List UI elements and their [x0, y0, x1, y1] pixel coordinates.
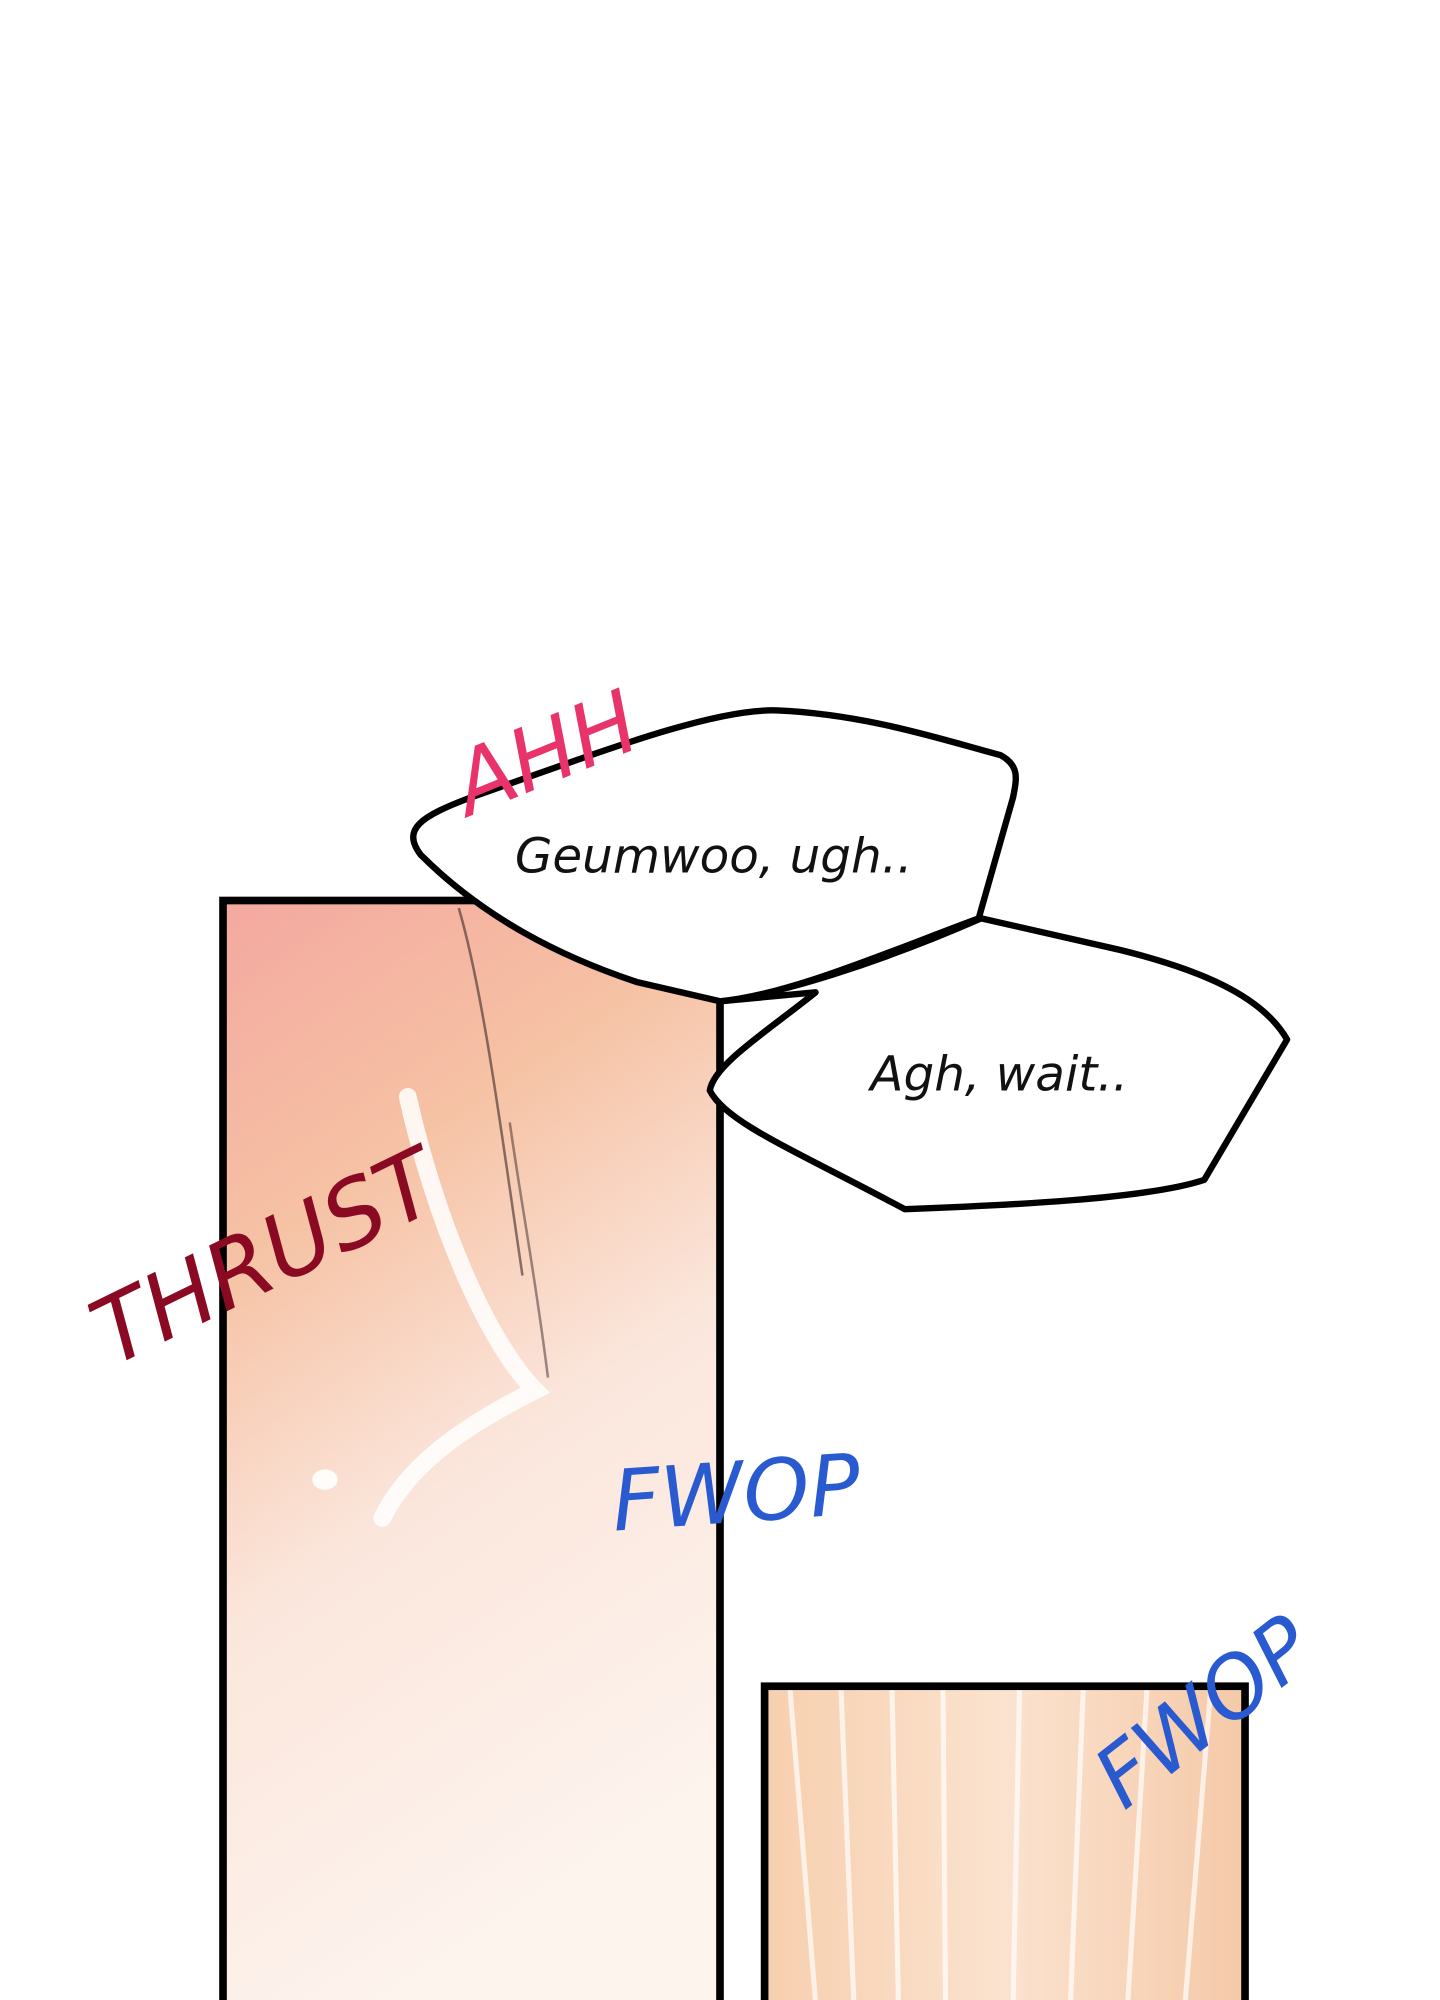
dialogue-text-1: Geumwoo, ugh.. — [515, 828, 913, 884]
panel-1 — [219, 896, 724, 2000]
dialogue-text-2: Agh, wait.. — [867, 1047, 1128, 1103]
sfx-fwop-1: FWOP — [609, 1435, 864, 1550]
speech-bubble-1 — [410, 707, 1019, 1005]
panel-2 — [760, 1682, 1249, 2000]
